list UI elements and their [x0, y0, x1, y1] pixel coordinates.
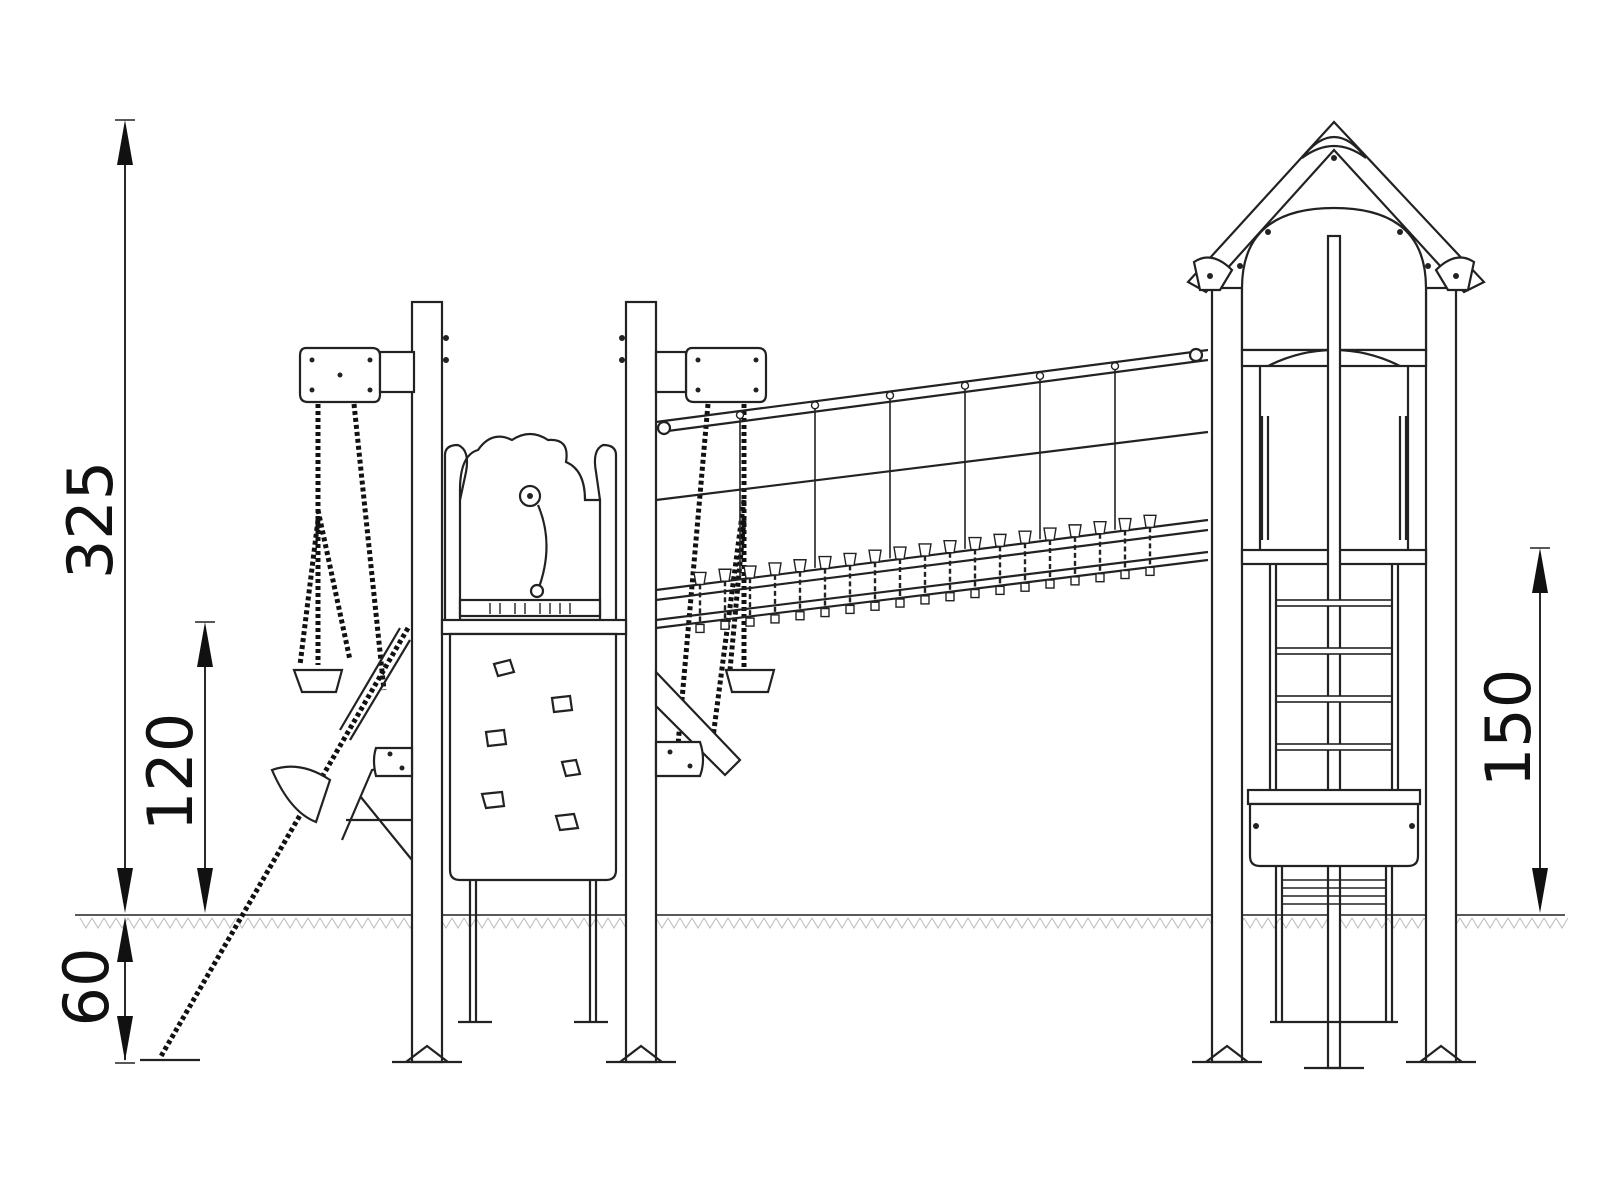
- dimension-total-height-label: 325: [54, 461, 127, 579]
- dimension-foundation-depth: 60: [50, 917, 135, 1064]
- dimension-foundation-depth-label: 60: [50, 948, 123, 1027]
- rope-bridge: [655, 347, 1209, 634]
- swing-beam-right: [654, 346, 768, 404]
- dimension-right-platform-height-label: 150: [1472, 669, 1545, 787]
- dimension-left-platform-height-label: 120: [134, 713, 207, 831]
- climbing-hold: [492, 658, 516, 678]
- climbing-hold: [554, 812, 580, 832]
- swing-beam-left: [298, 346, 416, 404]
- right-tower: [1186, 120, 1486, 1070]
- dimension-total-height: 325: [54, 119, 135, 913]
- slide-frame: [340, 669, 742, 861]
- slide-chute: [654, 669, 742, 777]
- swing-seat-right: [724, 668, 776, 694]
- climbing-wall: [448, 632, 618, 1024]
- swing-chains-left: [292, 403, 387, 694]
- ground-hatch: [79, 917, 1569, 929]
- climbing-hold: [484, 728, 508, 748]
- left-tower-posts: [392, 300, 676, 1064]
- swing-chains-right: [675, 403, 776, 746]
- bridge-deck-slats: [693, 514, 1157, 634]
- climbing-rope: [140, 626, 411, 1062]
- swing-seat-left: [292, 668, 344, 694]
- tower-roof-panel: [440, 432, 628, 636]
- dimension-left-platform-height: 120: [134, 621, 215, 913]
- climbing-hold: [480, 790, 506, 810]
- climbing-hold: [560, 758, 582, 778]
- bridge-net-verticals: [735, 361, 1120, 578]
- ground: [75, 914, 1569, 929]
- control-panel-slots: [489, 603, 571, 614]
- dimension-right-platform-height: 150: [1472, 547, 1550, 913]
- climbing-hold: [550, 694, 574, 714]
